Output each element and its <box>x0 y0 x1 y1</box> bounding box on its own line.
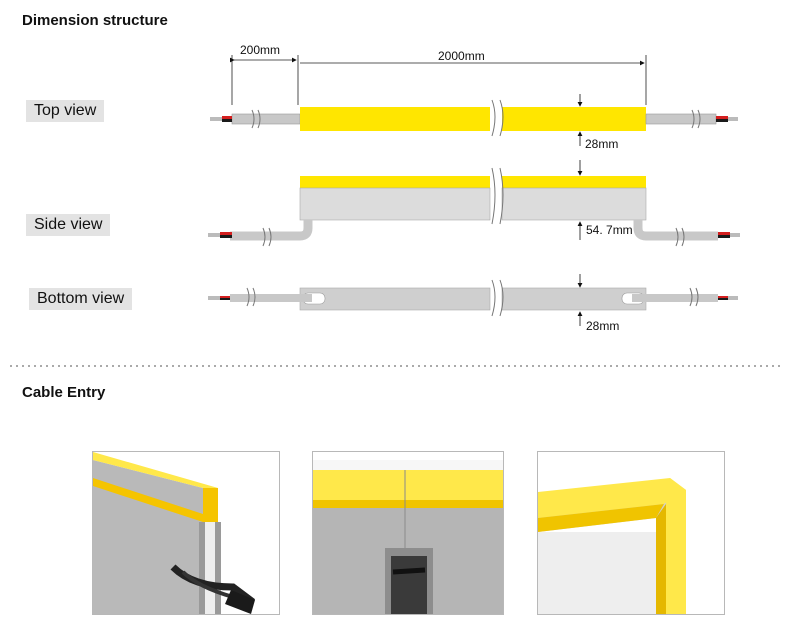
side-height-text: 54. 7mm <box>586 223 633 237</box>
top-view-drawing: 28mm <box>210 94 738 151</box>
bottom-view-label: Bottom view <box>29 288 133 310</box>
strip-length-text: 2000mm <box>438 49 485 63</box>
bottom-width-text: 28mm <box>586 319 619 333</box>
top-width-text: 28mm <box>585 137 618 151</box>
top-view-label: Top view <box>26 100 105 122</box>
bottom-view-drawing: 28mm <box>208 274 738 333</box>
cable-entry-photo-bottom <box>312 451 504 615</box>
cable-entry-title: Cable Entry <box>22 384 106 401</box>
side-view-label: Side view <box>26 214 111 236</box>
strip-length-dimension: 2000mm <box>300 49 647 105</box>
lead-length-dimension: 200mm <box>230 43 299 105</box>
lead-length-text: 200mm <box>240 43 280 57</box>
cable-entry-photo-end <box>92 451 280 615</box>
dimension-structure-title: Dimension structure <box>22 12 168 29</box>
cable-entry-photo-corner <box>537 451 725 615</box>
dimension-drawing: 200mm 2000mm 28mm <box>10 43 780 367</box>
side-view-drawing: 54. 7mm <box>208 160 740 247</box>
